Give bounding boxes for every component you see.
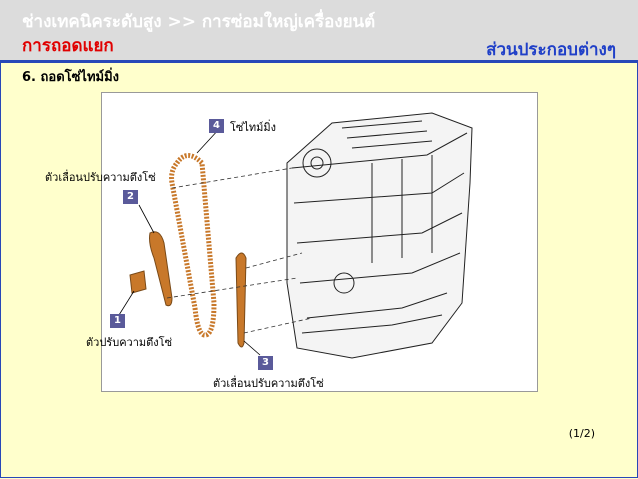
alignment-lines [166,167,313,334]
chain-slipper-left-shape [149,231,173,307]
callout-label-chain-slipper: ตัวเลื่อนปรับความตึงโซ่ [45,171,156,184]
callout-label-chain-tensioner: ตัวปรับความตึงโซ่ [86,336,173,349]
page-title: ช่างเทคนิคระดับสูง >> การซ่อมใหญ่เครื่อง… [22,12,376,32]
callout-label-timing-chain: โซ่ไทม์มิ่ง [230,121,277,134]
chain-guide-shape [235,252,247,348]
callout-badge-2: 2 [123,190,138,204]
page-subtitle: การถอดแยก [22,36,114,56]
callout-label-chain-guide: ตัวเลื่อนปรับความตึงโซ่ [213,377,324,390]
header-divider [0,60,638,63]
engine-illustration [118,112,473,359]
callout-badge-1: 1 [110,314,125,328]
engine-diagram [101,92,538,392]
page-number: (1/2) [568,427,595,440]
callout-badge-4: 4 [209,119,224,133]
step-heading: 6. ถอดโซ่ไทม์มิ่ง [22,70,120,85]
timing-chain-shape [169,153,217,338]
callout-badge-3: 3 [258,356,273,370]
engine-block [286,112,473,359]
section-title: ส่วนประกอบต่างๆ [486,40,616,60]
header-bar: ช่างเทคนิคระดับสูง >> การซ่อมใหญ่เครื่อง… [0,0,638,60]
chain-tensioner-shape [129,270,147,294]
